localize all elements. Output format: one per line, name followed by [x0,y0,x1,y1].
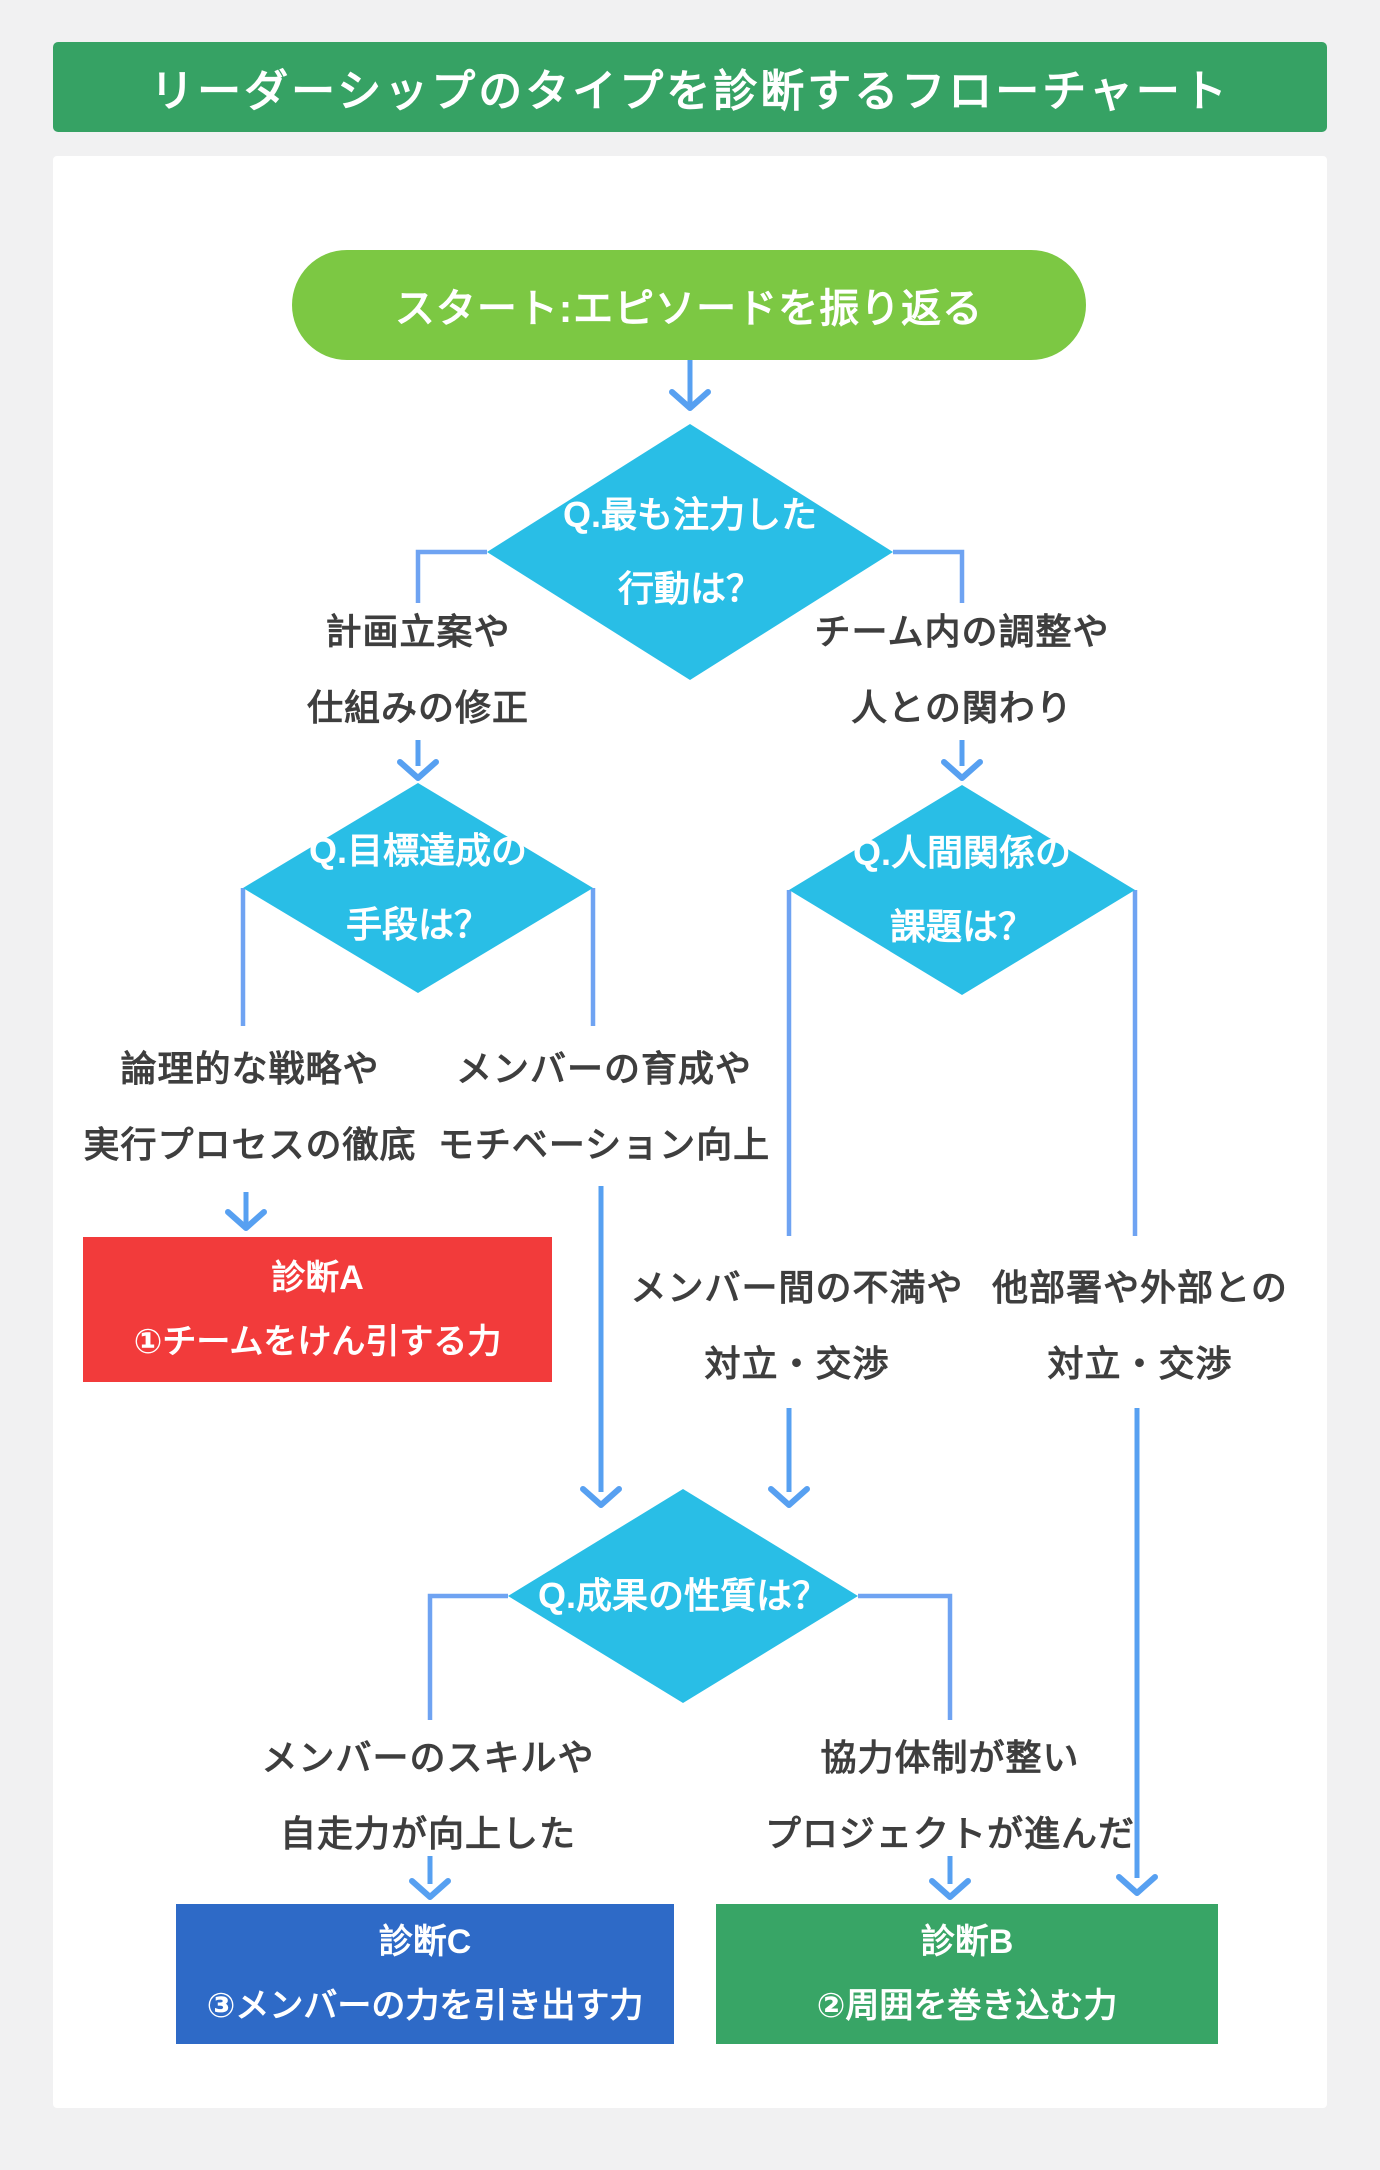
connector-q4-right-elbow [858,1593,953,1720]
branch-label-internal: メンバー間の不満や 対立・交渉 [630,1250,963,1402]
branch-team-line1: チーム内の調整や [814,611,1110,652]
arrow-head-team-to-q3 [941,759,983,781]
q2-line1: Q.目標達成の [308,830,528,871]
branch-team-line2: 人との関わり [851,687,1073,728]
branch-logic-line2: 実行プロセスの徹底 [83,1124,417,1165]
branch-internal-line2: 対立・交渉 [704,1343,890,1384]
branch-coop-line1: 協力体制が整い [820,1737,1080,1778]
branch-label-team: チーム内の調整や 人との関わり [815,594,1110,746]
q1-diamond-shape [487,424,893,680]
start-node: スタート:エピソードを振り返る [292,250,1086,360]
result-b-box: 診断B ②周囲を巻き込む力 [716,1904,1218,2044]
branch-label-external: 他部署や外部との 対立・交渉 [992,1250,1288,1402]
q1-line1: Q.最も注力した [562,494,818,535]
q4-diamond-shape [508,1489,858,1703]
arrow-head-result-c [409,1878,451,1900]
result-c-desc: ③メンバーの力を引き出す力 [206,1987,644,2025]
q2-diamond-shape [243,783,593,993]
branch-skill-line2: 自走力が向上した [279,1813,577,1854]
result-a-box: 診断A ①チームをけん引する力 [83,1237,552,1382]
connector-q1-right-elbow [893,549,965,603]
arrow-head-coop-to-result-b [929,1878,971,1900]
branch-logic-line1: 論理的な戦略や [120,1048,380,1089]
q2-line2: 手段は？ [345,904,491,945]
branch-external-line1: 他部署や外部との [992,1267,1288,1308]
result-a-desc: ①チームをけん引する力 [133,1322,502,1361]
branch-plan-line1: 計画立案や [325,611,511,652]
q1-line2: 行動は？ [617,568,763,609]
q1-question: Q.最も注力した 行動は？ [563,478,817,626]
branch-label-logic: 論理的な戦略や 実行プロセスの徹底 [83,1031,416,1183]
branch-internal-line1: メンバー間の不満や [630,1267,964,1308]
branch-plan-line2: 仕組みの修正 [306,687,530,728]
connector-q4-left-elbow [427,1593,508,1720]
q3-line1: Q.人間関係の [852,832,1072,873]
arrow-head-nurture-to-q4 [580,1486,622,1508]
branch-nurture-line2: モチベーション向上 [437,1124,771,1165]
result-b-title: 診断B [920,1923,1014,1961]
branch-label-plan: 計画立案や 仕組みの修正 [307,594,529,746]
q2-question: Q.目標達成の 手段は？ [309,814,527,962]
branch-skill-line1: メンバーのスキルや [261,1737,595,1778]
arrow-head-plan-to-q2 [397,759,439,781]
branch-label-skill: メンバーのスキルや 自走力が向上した [261,1720,594,1872]
q4-question: Q.成果の性質は？ [538,1559,828,1633]
branch-nurture-line1: メンバーの育成や [455,1048,752,1089]
branch-coop-line2: プロジェクトが進んだ [764,1813,1136,1854]
branch-external-line2: 対立・交渉 [1047,1343,1233,1384]
arrow-head-result-a [225,1209,267,1231]
branch-label-coop: 協力体制が整い プロジェクトが進んだ [765,1720,1135,1872]
result-c-box: 診断C ③メンバーの力を引き出す力 [176,1904,674,2044]
q4-line1: Q.成果の性質は？ [537,1575,829,1616]
arrow-head-start-to-q1 [669,389,711,411]
arrow-head-internal-to-q4 [768,1486,810,1508]
result-b-desc: ②周囲を巻き込む力 [816,1987,1118,2025]
branch-label-nurture: メンバーの育成や モチベーション向上 [438,1031,770,1183]
q3-diamond-shape [789,785,1135,995]
connector-q1-left-elbow [415,549,487,603]
page-title: リーダーシップのタイプを診断するフローチャート [150,67,1230,116]
q3-line2: 課題は？ [889,906,1035,947]
result-c-title: 診断C [378,1923,472,1961]
q3-question: Q.人間関係の 課題は？ [853,816,1071,964]
arrow-head-external-to-result-b [1116,1874,1158,1896]
start-node-label: スタート:エピソードを振り返る [394,287,984,331]
result-a-title: 診断A [271,1258,364,1297]
title-bar: リーダーシップのタイプを診断するフローチャート [53,42,1327,132]
